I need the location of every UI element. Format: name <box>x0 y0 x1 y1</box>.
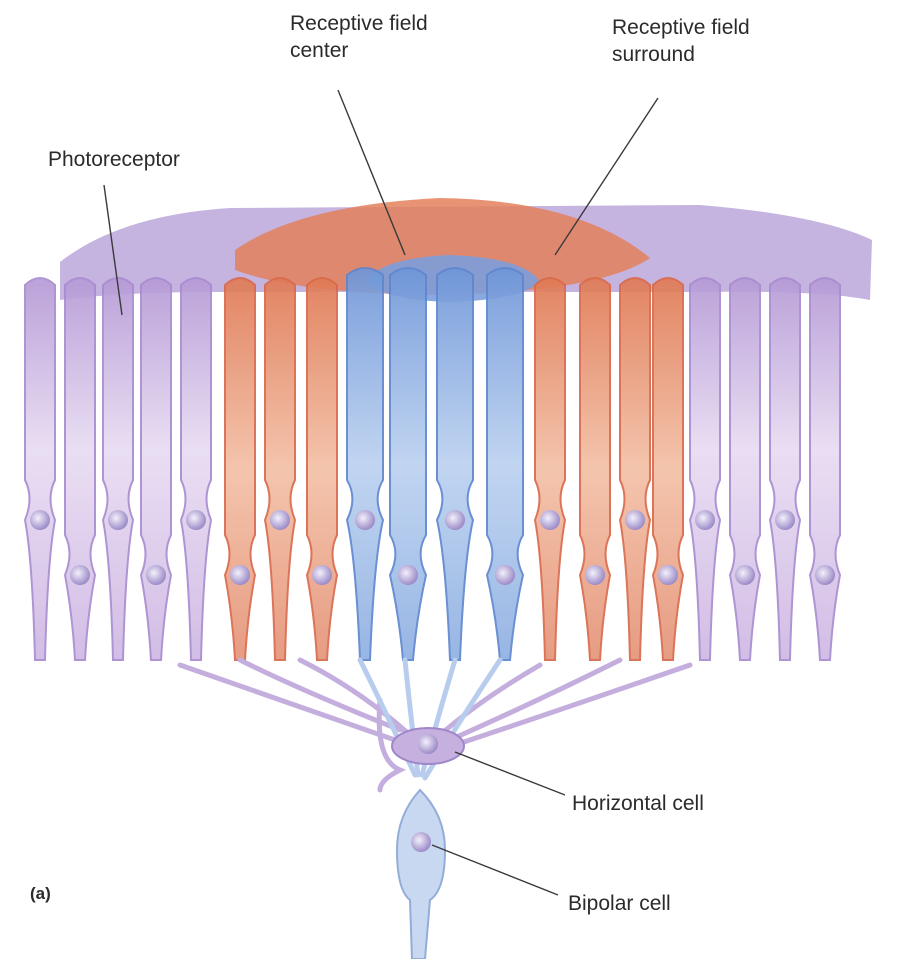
photoreceptor-nucleus <box>815 565 835 585</box>
bipolar-cell-nucleus <box>411 832 431 852</box>
photoreceptor-column <box>390 268 426 660</box>
label-panel-letter: (a) <box>30 880 51 907</box>
photoreceptor-column <box>141 278 171 660</box>
photoreceptor-nucleus <box>30 510 50 530</box>
photoreceptor-column <box>690 278 720 660</box>
photoreceptor-column <box>620 278 650 660</box>
photoreceptor-columns <box>25 268 840 660</box>
photoreceptor-nucleus <box>775 510 795 530</box>
leader-line-bipolar <box>432 845 558 895</box>
photoreceptor-nucleus <box>445 510 465 530</box>
label-center-line1: Receptive field <box>290 10 428 37</box>
photoreceptor-nucleus <box>186 510 206 530</box>
photoreceptor-column <box>810 278 840 660</box>
label-bipolar-cell: Bipolar cell <box>568 890 671 917</box>
photoreceptor-nucleus <box>355 510 375 530</box>
label-receptive-field-center: Receptive field center <box>290 10 428 64</box>
bipolar-cell-body <box>397 790 445 959</box>
label-receptive-field-surround: Receptive field surround <box>612 14 750 68</box>
photoreceptor-column <box>265 278 295 660</box>
photoreceptor-column <box>225 278 255 660</box>
photoreceptor-column <box>535 278 565 660</box>
photoreceptor-column <box>730 278 760 660</box>
photoreceptor-column <box>65 278 95 660</box>
photoreceptor-nucleus <box>146 565 166 585</box>
photoreceptor-column <box>653 278 683 660</box>
photoreceptor-column <box>103 278 133 660</box>
photoreceptor-column <box>487 268 523 660</box>
photoreceptor-column <box>25 278 55 660</box>
photoreceptor-nucleus <box>230 565 250 585</box>
label-surround-line2: surround <box>612 41 750 68</box>
photoreceptor-nucleus <box>398 565 418 585</box>
photoreceptor-column <box>347 268 383 660</box>
photoreceptor-column <box>307 278 337 660</box>
photoreceptor-nucleus <box>540 510 560 530</box>
label-center-line2: center <box>290 37 428 64</box>
photoreceptor-column <box>580 278 610 660</box>
photoreceptor-nucleus <box>585 565 605 585</box>
label-surround-line1: Receptive field <box>612 14 750 41</box>
photoreceptor-column <box>437 268 473 660</box>
photoreceptor-nucleus <box>625 510 645 530</box>
label-horizontal-cell: Horizontal cell <box>572 790 704 817</box>
label-photoreceptor: Photoreceptor <box>48 146 180 173</box>
photoreceptor-nucleus <box>695 510 715 530</box>
photoreceptor-nucleus <box>658 565 678 585</box>
leader-line-horizontal <box>455 752 565 795</box>
photoreceptor-column <box>181 278 211 660</box>
photoreceptor-nucleus <box>108 510 128 530</box>
photoreceptor-nucleus <box>735 565 755 585</box>
horizontal-cell-nucleus <box>418 734 438 754</box>
photoreceptor-nucleus <box>495 565 515 585</box>
photoreceptor-nucleus <box>70 565 90 585</box>
photoreceptor-nucleus <box>312 565 332 585</box>
photoreceptor-column <box>770 278 800 660</box>
photoreceptor-nucleus <box>270 510 290 530</box>
